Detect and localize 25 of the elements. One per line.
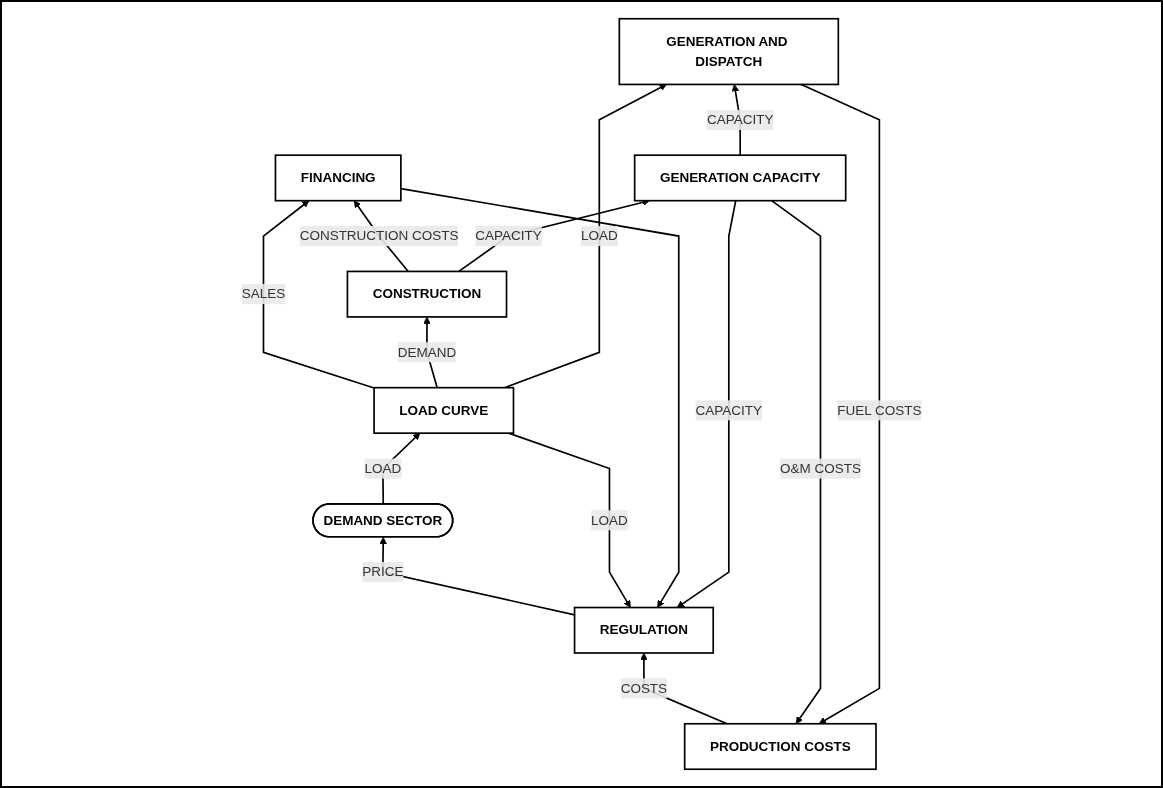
edge-label: PRICE bbox=[362, 564, 404, 579]
node-box: PRODUCTION COSTS bbox=[683, 722, 877, 771]
arrow bbox=[399, 187, 680, 608]
arrow bbox=[800, 83, 881, 725]
edge-label: DEMAND bbox=[397, 344, 457, 360]
edge-label: COSTS bbox=[620, 680, 668, 696]
node-box: REGULATION bbox=[573, 606, 714, 654]
edge-label: LOAD bbox=[364, 460, 402, 476]
edge-label: O&M COSTS bbox=[779, 460, 861, 476]
arrow bbox=[676, 199, 737, 608]
edge-label: CONSTRUCTION COSTS bbox=[299, 228, 459, 243]
edge-label: SALES bbox=[241, 286, 286, 301]
node-box: FINANCING bbox=[274, 154, 402, 202]
node-box: GENERATION CAPACITY bbox=[633, 154, 847, 202]
edge-label: CAPACITY bbox=[695, 402, 762, 418]
node-box: LOAD CURVE bbox=[373, 386, 515, 434]
edge-label: FUEL COSTS bbox=[837, 402, 922, 418]
node-box: CONSTRUCTION bbox=[346, 270, 508, 318]
edge-label: LOAD bbox=[591, 512, 628, 528]
arrow bbox=[262, 200, 375, 389]
edge-label: LOAD bbox=[580, 228, 618, 243]
node-box: GENERATION AND DISPATCH bbox=[618, 17, 840, 86]
edge-label: CAPACITY bbox=[475, 228, 542, 243]
arrow bbox=[770, 199, 822, 725]
edge-label: CAPACITY bbox=[706, 112, 774, 127]
